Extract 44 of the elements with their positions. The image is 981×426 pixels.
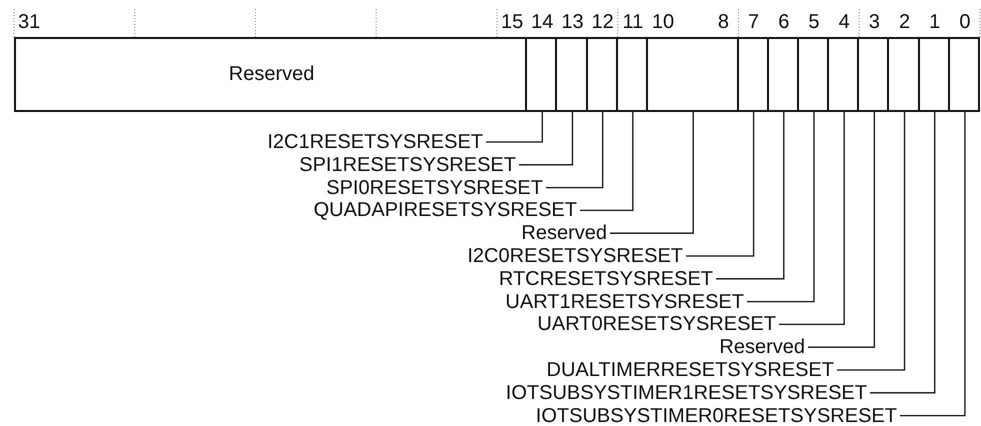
bit-number: 8 <box>718 12 729 32</box>
leader-line <box>747 112 815 302</box>
bit-number: 5 <box>808 12 820 32</box>
field-name: QUADAPIRESETSYSRESET <box>314 200 577 220</box>
bit-number: 31 <box>18 12 40 32</box>
bit-field-cell <box>766 37 799 112</box>
bit-number: 2 <box>898 12 910 32</box>
bit-number: 3 <box>868 12 880 32</box>
bit-number: 7 <box>748 12 760 32</box>
bit-number: 1 <box>929 12 940 32</box>
bit-field-cell <box>736 37 769 112</box>
bit-field-cell <box>586 37 618 112</box>
bit-field-cell <box>918 37 950 112</box>
bit-field-cell <box>857 37 890 112</box>
bit-field-cell <box>887 37 920 112</box>
bit-number: 13 <box>561 12 584 32</box>
bit-field-cell <box>646 37 738 112</box>
bit-field-cell <box>525 37 558 112</box>
bit-field-cell <box>616 37 648 112</box>
leader-line <box>870 112 936 394</box>
leader-line <box>610 112 694 234</box>
leader-line <box>580 112 634 212</box>
bit-field-cell <box>555 37 588 112</box>
bit-number: 15 <box>500 12 524 32</box>
leader-line <box>546 112 604 188</box>
bit-number: 12 <box>592 12 614 32</box>
bit-number: 14 <box>531 12 554 32</box>
bit-field-cell <box>948 37 980 112</box>
leader-line <box>779 112 845 326</box>
bit-number: 6 <box>778 12 790 32</box>
leader-line <box>519 112 574 166</box>
bit-number: 10 <box>652 12 674 32</box>
bit-number: 4 <box>838 12 850 32</box>
field-name: Reserved <box>228 63 314 86</box>
bit-field-cell <box>796 37 830 112</box>
leader-line <box>837 112 906 371</box>
leader-line <box>808 112 875 348</box>
bit-number: 11 <box>622 12 644 32</box>
leader-line <box>900 112 966 416</box>
leader-line <box>686 112 754 257</box>
leader-line <box>486 112 543 143</box>
bit-number: 0 <box>959 12 970 32</box>
bit-field-cell <box>827 37 860 112</box>
leader-line <box>716 112 784 280</box>
